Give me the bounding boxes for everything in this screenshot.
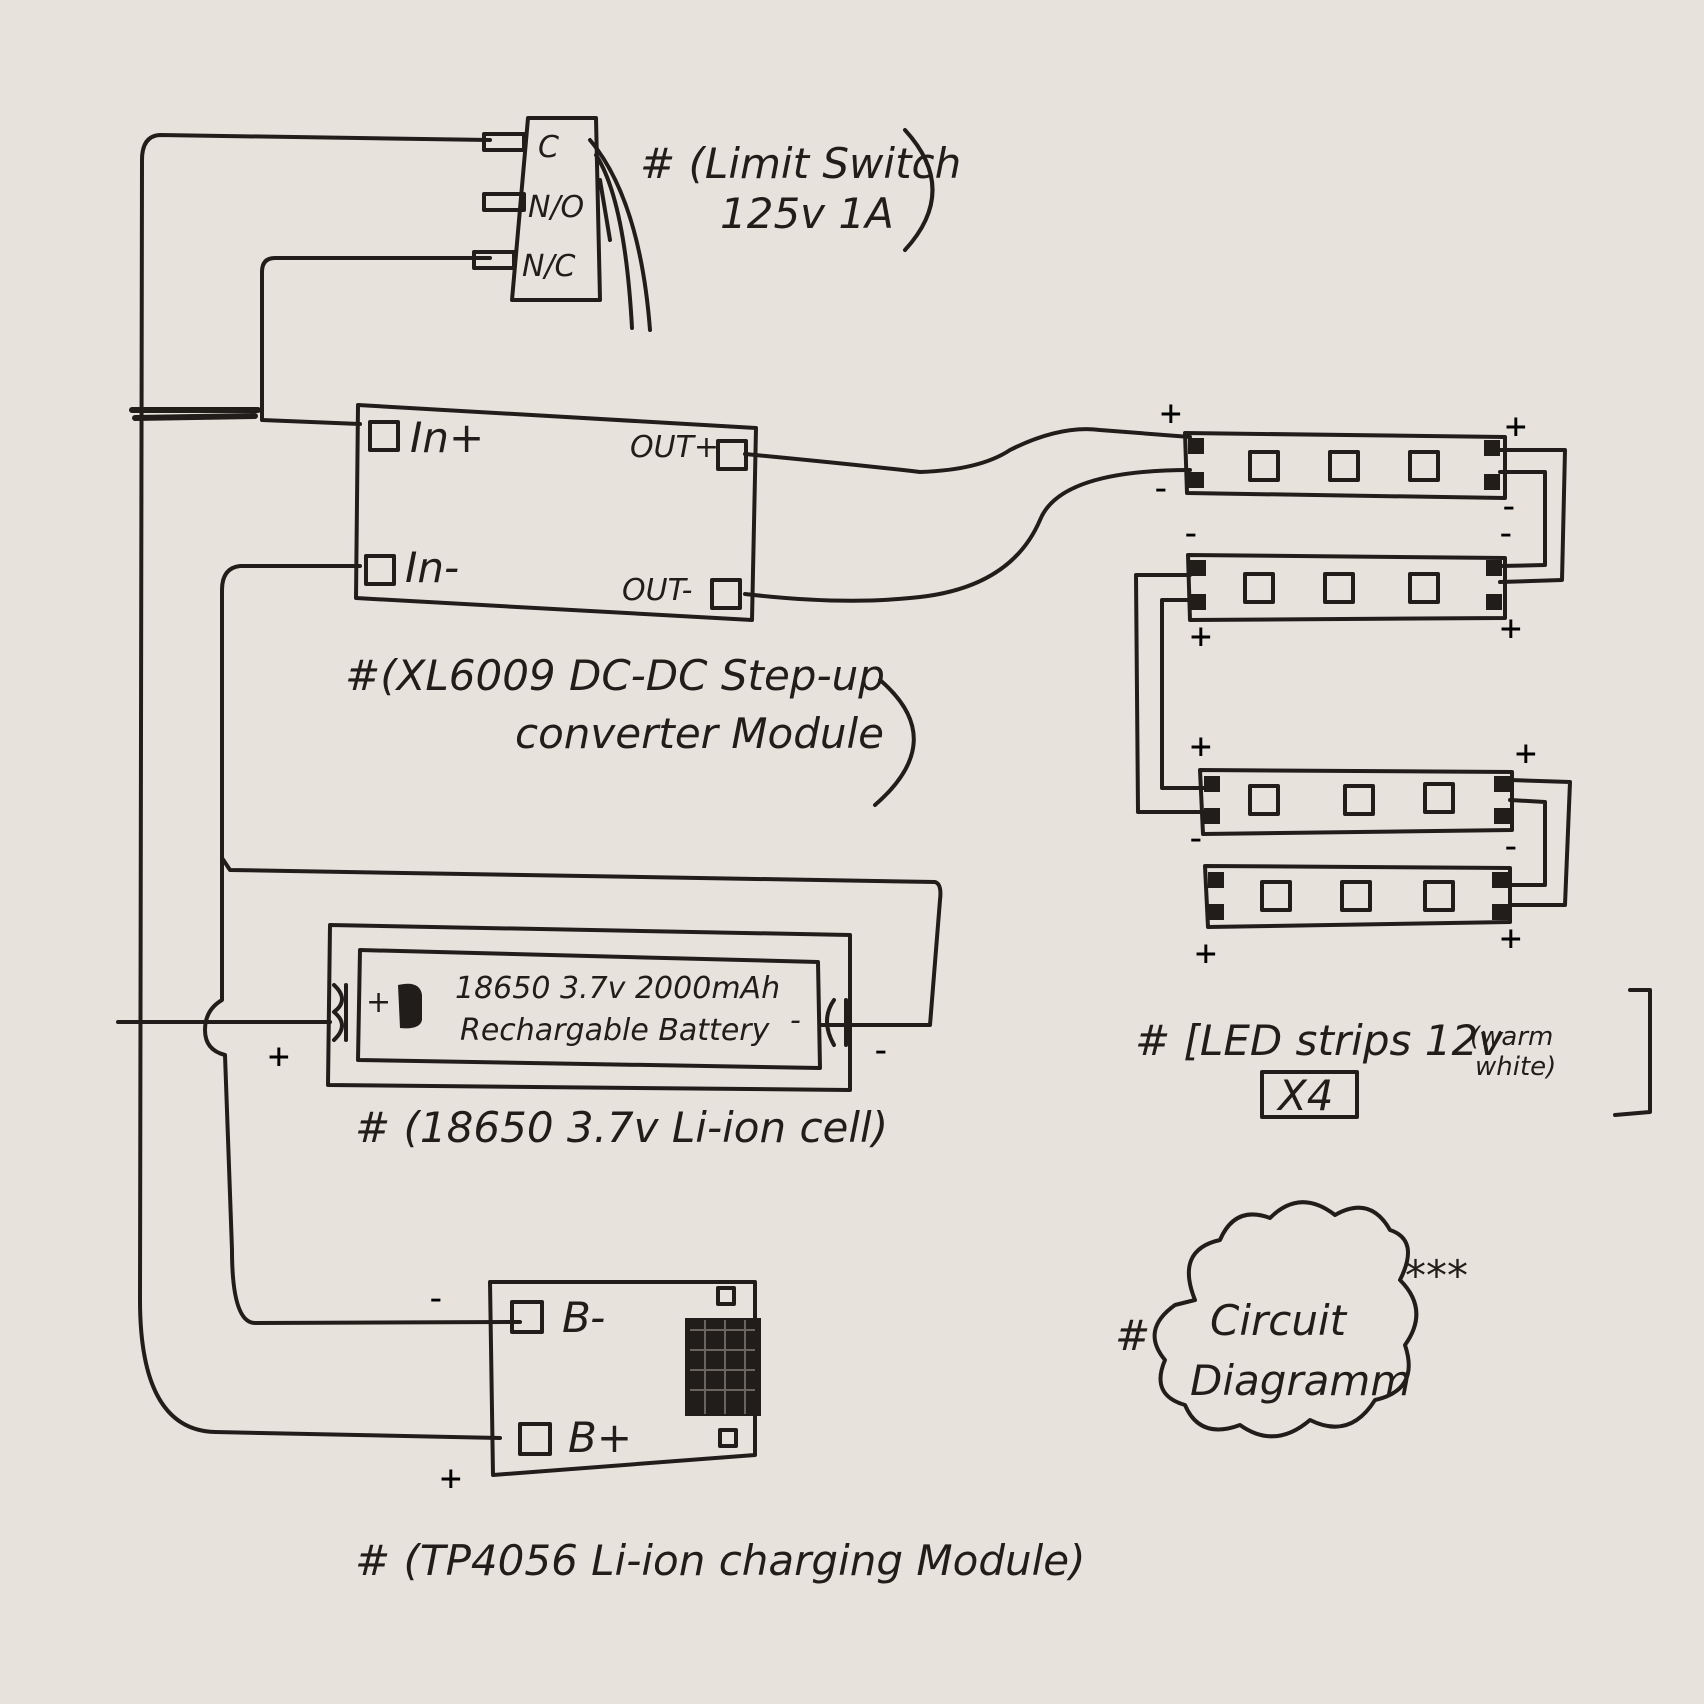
charger-minus-sign: - — [425, 1278, 447, 1319]
led-strip-3 — [1198, 768, 1514, 836]
limit-switch-label-line1: # (Limit Switch — [640, 139, 961, 188]
wires — [116, 133, 1572, 1440]
svg-text:+: + — [1500, 608, 1522, 649]
title-hash: # — [1115, 1311, 1150, 1360]
svg-text:+: + — [1190, 616, 1212, 657]
svg-text:+: + — [1515, 733, 1537, 774]
charger-label: # (TP4056 Li-ion charging Module) — [355, 1536, 1086, 1585]
title-stars: *** — [1405, 1251, 1468, 1300]
svg-text:-: - — [1185, 818, 1207, 859]
converter-in-plus-label: In+ — [410, 413, 484, 462]
limit-switch-label-line2: 125v 1A — [720, 189, 894, 238]
led-count-box — [1260, 1070, 1359, 1119]
title-line2: Diagramm — [1190, 1356, 1411, 1405]
led-label-main: # [LED strips 12v — [1135, 1016, 1504, 1065]
charger-b-minus-label: B- — [562, 1293, 605, 1342]
led-strip-1 — [1183, 431, 1507, 500]
battery-text-line1: 18650 3.7v 2000mAh — [455, 971, 780, 1006]
led-strip-4 — [1203, 864, 1512, 929]
converter-out-plus-label: OUT+ — [630, 430, 719, 465]
battery-label: # (18650 3.7v Li-ion cell) — [355, 1103, 888, 1152]
charger-b-plus-label: B+ — [568, 1413, 632, 1462]
svg-text:-: - — [1498, 486, 1520, 527]
battery-outer-plus: + — [268, 1036, 290, 1077]
led-count-label: X4 — [1276, 1071, 1334, 1120]
led-strip-2 — [1186, 553, 1507, 622]
led-label-white: white) — [1475, 1052, 1556, 1082]
battery-text-line2: Rechargable Battery — [460, 1013, 771, 1048]
charger-module: B- B+ — [488, 1280, 761, 1477]
svg-text:-: - — [1150, 468, 1172, 509]
svg-text:-: - — [1495, 513, 1517, 554]
title-line1: Circuit — [1210, 1296, 1348, 1345]
limit-switch-bracket — [903, 128, 935, 252]
converter-out-minus-label: OUT- — [622, 573, 692, 608]
battery-inner-plus: + — [366, 985, 391, 1020]
switch-terminal-no: N/O — [528, 190, 584, 225]
battery-inner-minus: - — [790, 1003, 801, 1038]
converter-bracket — [873, 678, 916, 807]
converter-module: In+ In- OUT+ OUT- — [354, 403, 758, 622]
led-label-warm: (warm — [1470, 1022, 1553, 1052]
converter-in-minus-label: In- — [405, 543, 459, 592]
switch-terminal-nc: N/C — [522, 249, 576, 284]
limit-switch: C N/O N/C — [472, 116, 652, 332]
battery-outer-minus: - — [870, 1030, 892, 1071]
svg-text:+: + — [1195, 933, 1217, 974]
switch-terminal-c: C — [538, 130, 559, 165]
svg-text:+: + — [1505, 406, 1527, 447]
converter-label-line2: converter Module — [515, 709, 884, 758]
svg-text:-: - — [1500, 826, 1522, 867]
charger-plus-sign: + — [440, 1458, 462, 1499]
converter-label-line1: #(XL6009 DC-DC Step-up — [345, 651, 885, 700]
svg-text:-: - — [1180, 513, 1202, 554]
title-cloud — [1152, 1200, 1419, 1439]
battery-cell: + - 18650 3.7v 2000mAh Rechargable Batte… — [326, 923, 852, 1092]
svg-text:+: + — [1190, 726, 1212, 767]
svg-text:+: + — [1500, 918, 1522, 959]
led-polarity-marks: + - + - - - + + + + - - + + — [1150, 393, 1537, 974]
svg-text:+: + — [1160, 393, 1182, 434]
led-label-close-bracket — [1613, 988, 1652, 1117]
